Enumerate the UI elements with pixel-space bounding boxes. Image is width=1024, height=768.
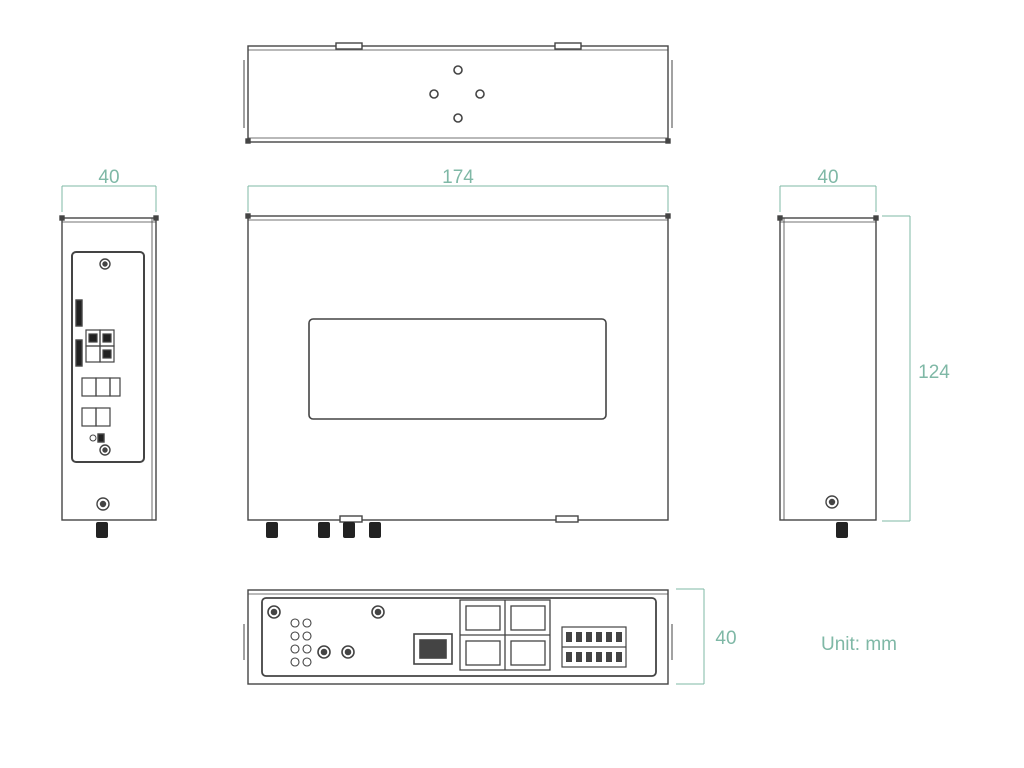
usb-port xyxy=(413,633,453,665)
dimension-right-depth-label: 40 xyxy=(817,167,838,188)
rear-panel-view xyxy=(243,589,673,685)
dimension-width-label: 174 xyxy=(442,167,474,188)
display-window xyxy=(308,318,607,420)
terminal-block xyxy=(561,626,627,668)
sma-connectors xyxy=(267,605,385,659)
right-side-view xyxy=(777,215,879,538)
top-view xyxy=(243,42,673,144)
unit-label: Unit: mm xyxy=(821,634,897,655)
led-indicators xyxy=(290,618,312,667)
dimension-bottom-depth-label: 40 xyxy=(715,628,736,649)
mounting-holes xyxy=(429,65,485,123)
ethernet-ports xyxy=(459,599,551,671)
dimension-height-label: 124 xyxy=(918,362,950,383)
dimension-labels: 174 40 40 124 40 xyxy=(98,167,950,649)
dimension-lines xyxy=(61,185,911,685)
left-side-view xyxy=(59,215,159,538)
antenna-connectors xyxy=(266,522,381,538)
front-view xyxy=(245,213,671,538)
dimension-left-depth-label: 40 xyxy=(98,167,119,188)
